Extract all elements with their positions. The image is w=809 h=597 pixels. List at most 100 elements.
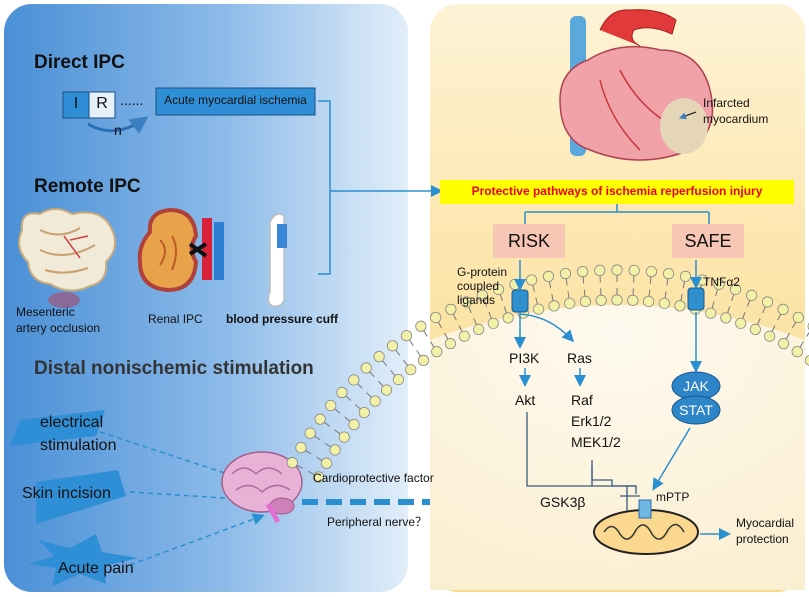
gsk-label: GSK3β — [540, 494, 586, 510]
repeat-dots: ...... — [120, 92, 144, 108]
lipid-head — [358, 406, 370, 419]
stat-label: STAT — [679, 402, 713, 418]
lipid-head — [611, 264, 623, 276]
lipid-head — [492, 283, 505, 296]
tnf-receptor — [687, 287, 705, 311]
outcome-label-line1: Myocardial — [736, 516, 795, 530]
lipid-head — [713, 278, 725, 290]
risk-label: RISK — [507, 231, 550, 251]
lipid-head — [548, 300, 560, 312]
infarct-label-line1: Infarcted — [703, 96, 750, 110]
lipid-head — [325, 399, 337, 412]
jak-label: JAK — [683, 378, 709, 394]
cardioprotective-factor-label: Cardioprotective factor — [313, 471, 434, 485]
gprotein-label-line1: G-protein — [457, 265, 508, 279]
lipid-head — [643, 295, 655, 308]
lipid-head — [295, 442, 307, 454]
left-panel — [4, 4, 408, 592]
lipid-head — [746, 289, 758, 301]
lipid-head — [348, 418, 360, 431]
infarct-label-line2: myocardium — [703, 112, 769, 126]
mptp-label: mPTP — [656, 490, 690, 504]
lipid-head — [314, 413, 326, 425]
lipid-head — [348, 374, 360, 386]
stat-node — [671, 395, 721, 425]
lipid-head — [336, 386, 348, 399]
lipid-head — [542, 270, 555, 282]
lipid-head — [729, 283, 742, 296]
acute-pain-shape — [28, 534, 138, 586]
lipid-head — [645, 266, 658, 278]
raf-label: Raf — [571, 392, 593, 408]
lipid-head — [445, 303, 457, 315]
pain-dashed-arrow — [129, 513, 265, 566]
lipid-head — [628, 264, 640, 277]
pi3k-label: PI3K — [509, 350, 540, 366]
mesenteric-illustration — [18, 208, 117, 308]
lipid-head — [761, 296, 774, 308]
lipid-head — [559, 268, 572, 280]
pathways-title-bar — [440, 180, 794, 204]
kidney-illustration — [137, 207, 224, 293]
lipid-head — [417, 354, 430, 366]
ras-arrow — [519, 313, 575, 343]
ischemia-box — [62, 91, 90, 119]
heart-illustration — [559, 9, 714, 161]
lipid-head — [431, 346, 443, 358]
electrical-shape — [10, 410, 105, 446]
lipid-head — [415, 320, 427, 332]
lipid-head — [764, 330, 776, 342]
skin-incision-label: Skin incision — [22, 485, 111, 502]
lipid-head — [509, 278, 521, 290]
lipid-head — [460, 296, 473, 308]
lipid-head — [458, 330, 470, 342]
lipid-head — [360, 362, 372, 374]
lipid-head — [735, 317, 747, 329]
lipid-head — [595, 294, 607, 306]
lipid-head — [373, 351, 385, 363]
lipid-head — [400, 330, 413, 342]
lipid-head — [329, 444, 341, 456]
lipid-head — [658, 297, 670, 309]
akt-label: Akt — [515, 392, 536, 408]
lipid-head — [430, 311, 442, 324]
lipid-head — [313, 471, 325, 483]
brain-illustration — [221, 451, 303, 524]
lipid-head — [564, 297, 576, 309]
safe-label: SAFE — [684, 231, 732, 251]
lipid-head — [476, 289, 488, 301]
cycle-arrow — [87, 116, 149, 135]
outcome-label-line2: protection — [736, 532, 789, 546]
lipid-head — [778, 338, 790, 350]
lipid-head — [487, 317, 499, 329]
lipid-head — [502, 312, 514, 324]
lipid-head — [679, 270, 692, 282]
lipid-head — [579, 295, 591, 308]
lipid-head — [392, 373, 404, 386]
skin-incision-shape — [36, 470, 126, 524]
lipid-tail — [806, 331, 809, 337]
electrical-label-line1: electrical — [40, 414, 104, 431]
lipid-head — [338, 431, 350, 443]
arm-illustration — [267, 213, 287, 307]
cell-membrane — [286, 264, 809, 483]
lipid-head — [611, 294, 623, 306]
lipid-head — [444, 338, 456, 350]
acute-ischemia-box — [155, 87, 316, 116]
lipid-head — [320, 457, 333, 469]
lipid-head — [627, 294, 639, 306]
gprotein-label-line2: coupled — [457, 279, 500, 293]
acute-pain-label: Acute pain — [58, 560, 134, 577]
lipid-head — [804, 354, 809, 366]
acute-ischemia-label: Acute myocardial ischemia — [164, 93, 307, 107]
lipid-head — [705, 307, 717, 319]
lipid-head — [792, 311, 804, 324]
remote-ipc-heading: Remote IPC — [34, 176, 141, 197]
title-branch-lines — [524, 204, 710, 224]
mek-label: MEK1/2 — [571, 434, 621, 450]
renal-ipc-label: Renal IPC — [148, 312, 203, 326]
safe-box — [672, 224, 744, 258]
distal-heading: Distal nonischemic stimulation — [34, 358, 314, 379]
